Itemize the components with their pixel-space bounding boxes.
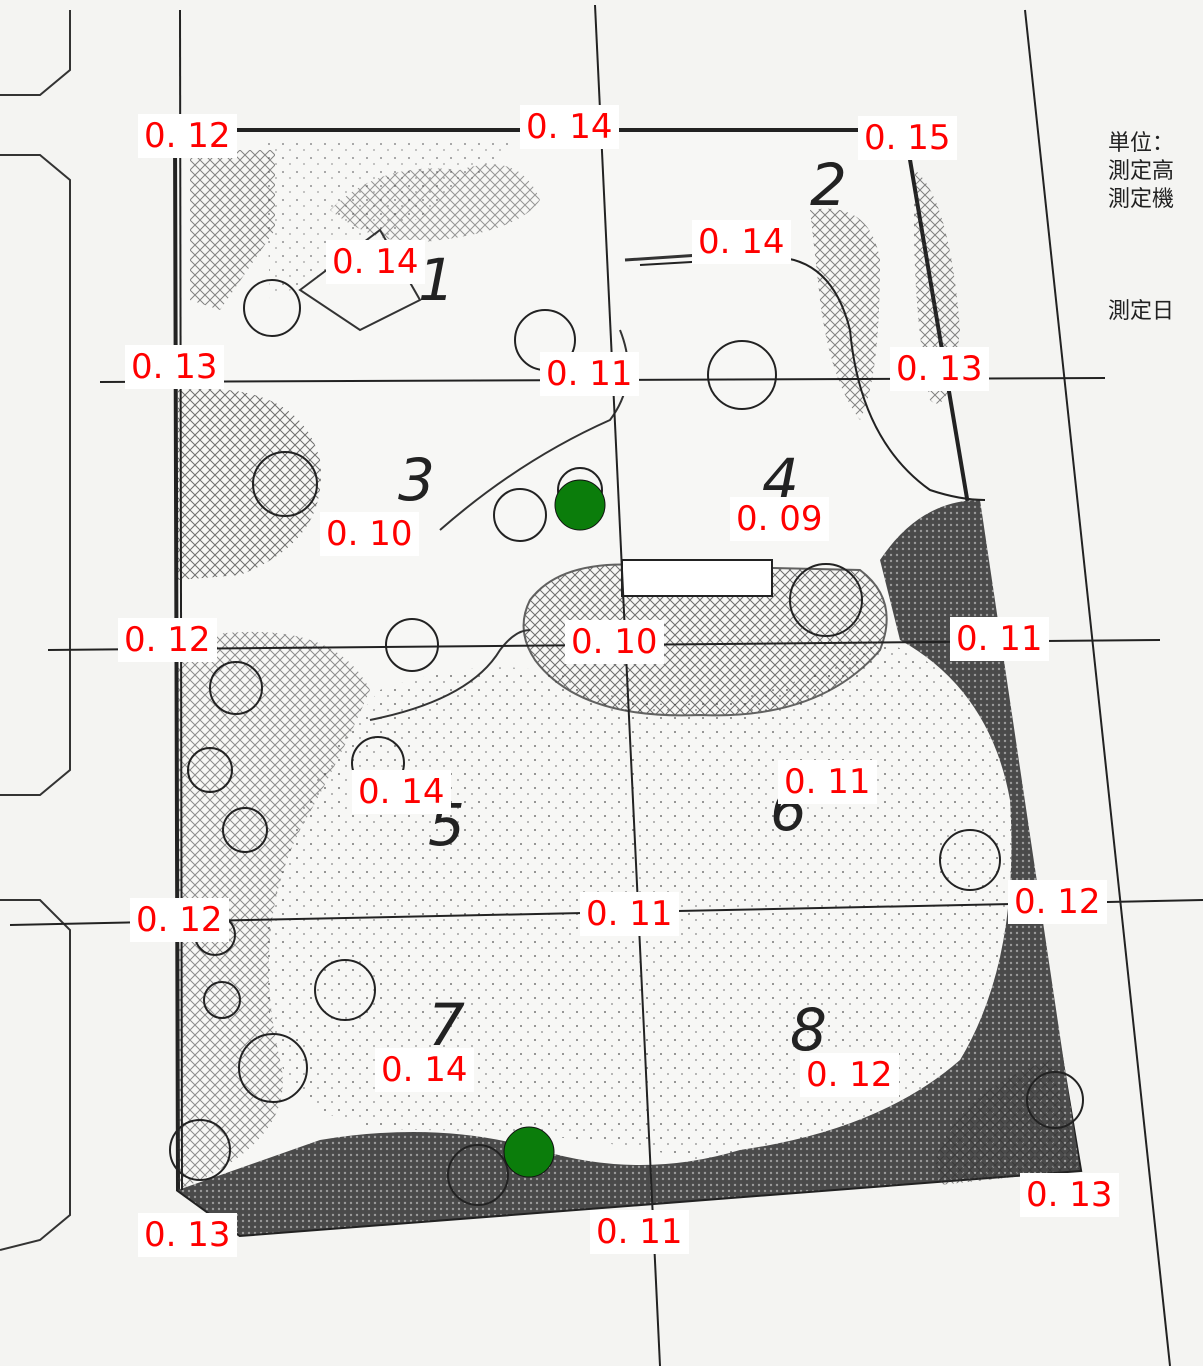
measurement-label: 0. 11: [580, 892, 679, 936]
bench: [621, 559, 773, 597]
shrub-cluster: [330, 164, 540, 242]
measurement-label: 0. 12: [130, 898, 229, 942]
measurement-label: 0. 13: [890, 347, 989, 391]
measurement-label: 0. 12: [1008, 880, 1107, 924]
measurement-label: 0. 09: [730, 497, 829, 541]
planting-strip: [935, 1060, 1080, 1185]
legend-date: 測定日: [1108, 299, 1175, 324]
measurement-label: 0. 14: [352, 770, 451, 814]
measurement-label: 0. 14: [692, 220, 791, 264]
zone-number-2: 2: [810, 151, 847, 219]
lawn-edge: [639, 256, 986, 501]
measurement-label: 0. 11: [950, 617, 1049, 661]
measurement-label: 0. 12: [118, 618, 217, 662]
green-marker: [503, 1126, 555, 1178]
measurement-label: 0. 11: [590, 1210, 689, 1254]
planting-strip: [178, 388, 321, 580]
planting-strip: [190, 150, 275, 310]
legend-instrument: 測定機: [1108, 187, 1175, 212]
measurement-label: 0. 14: [520, 105, 619, 149]
footpath: [624, 253, 701, 262]
road-outline: [0, 10, 71, 96]
planting-strip: [178, 631, 370, 1190]
measurement-label: 0. 10: [320, 512, 419, 556]
legend-unit: 単位：: [1108, 131, 1175, 156]
road-outline: [0, 154, 71, 796]
tree-symbols: [169, 279, 1084, 1206]
measurement-label: 0. 13: [125, 345, 224, 389]
measurement-label: 0. 13: [1020, 1173, 1119, 1217]
legend-height: 測定高: [1108, 159, 1175, 184]
measurement-label: 0. 15: [858, 116, 957, 160]
measurement-label: 0. 10: [565, 620, 664, 664]
measurement-label: 0. 13: [138, 1213, 237, 1257]
measurement-label: 0. 14: [375, 1048, 474, 1092]
measurement-label: 0. 11: [540, 352, 639, 396]
zone-number-7: 7: [428, 991, 465, 1059]
green-marker: [554, 479, 606, 531]
measurement-label: 0. 12: [138, 114, 237, 158]
zone-number-3: 3: [398, 446, 435, 514]
measurement-label: 0. 12: [800, 1053, 899, 1097]
footpath: [369, 629, 531, 721]
planting-strip: [914, 170, 960, 404]
measurement-label: 0. 11: [778, 760, 877, 804]
zone-number-8: 8: [790, 996, 827, 1064]
measurement-label: 0. 14: [326, 240, 425, 284]
road-outline: [0, 899, 71, 1251]
